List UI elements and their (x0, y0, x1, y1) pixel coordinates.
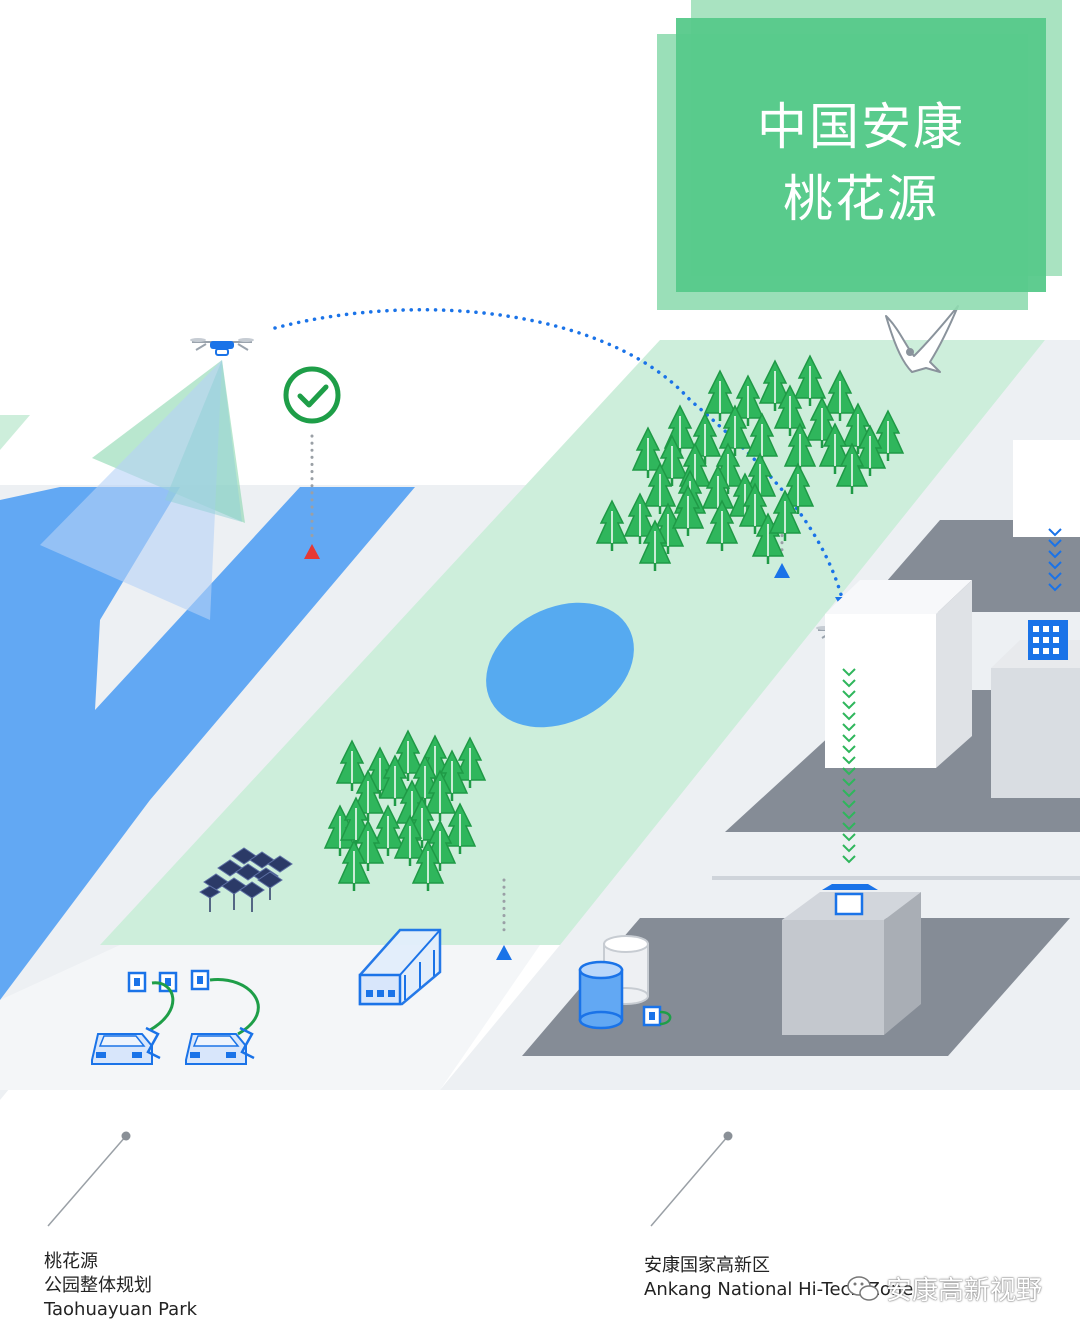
building (1013, 440, 1080, 537)
pond (486, 602, 634, 728)
page-title: 中国安康 桃花源 (676, 34, 1046, 292)
storage-tank-icon (578, 935, 649, 1030)
label-line: Taohuayuan Park (44, 1299, 198, 1320)
flight-route (273, 307, 844, 600)
label-line: 桃花源 (44, 1251, 98, 1272)
wechat-icon (847, 1275, 879, 1301)
label-line: 公园整体规划 (44, 1275, 152, 1296)
building (782, 920, 884, 1035)
label-line: Ankang National Hi-Tech Zone (644, 1279, 914, 1300)
marker-blue (496, 945, 512, 960)
title-box-front (676, 18, 1046, 292)
building (991, 668, 1080, 798)
package-icon (822, 884, 878, 916)
park-edge (0, 415, 30, 450)
label-ankang-hitech-zone: 安康国家高新区 Ankang National Hi-Tech Zone (644, 1254, 913, 1302)
title-line-2: 桃花源 (783, 170, 939, 228)
marker-blue (774, 563, 790, 578)
drone-icon (189, 337, 255, 356)
solar-panel-icon (199, 847, 293, 912)
marker-red (304, 544, 320, 559)
check-circle-icon (283, 366, 341, 424)
watermark: 安康高新视野 (846, 1270, 1042, 1307)
label-line: 安康国家高新区 (644, 1255, 770, 1276)
building-icon (1028, 620, 1068, 660)
watermark-text: 安康高新视野 (886, 1276, 1043, 1306)
scan-cone-blue (40, 360, 222, 620)
building (825, 614, 936, 768)
bus-icon (358, 928, 442, 1006)
title-line-1: 中国安康 (757, 98, 965, 156)
land-left (0, 485, 530, 1100)
label-taohuayuan-park: 桃花源 公园整体规划 Taohuayuan Park (44, 1250, 197, 1322)
charger-icon (642, 1005, 672, 1027)
